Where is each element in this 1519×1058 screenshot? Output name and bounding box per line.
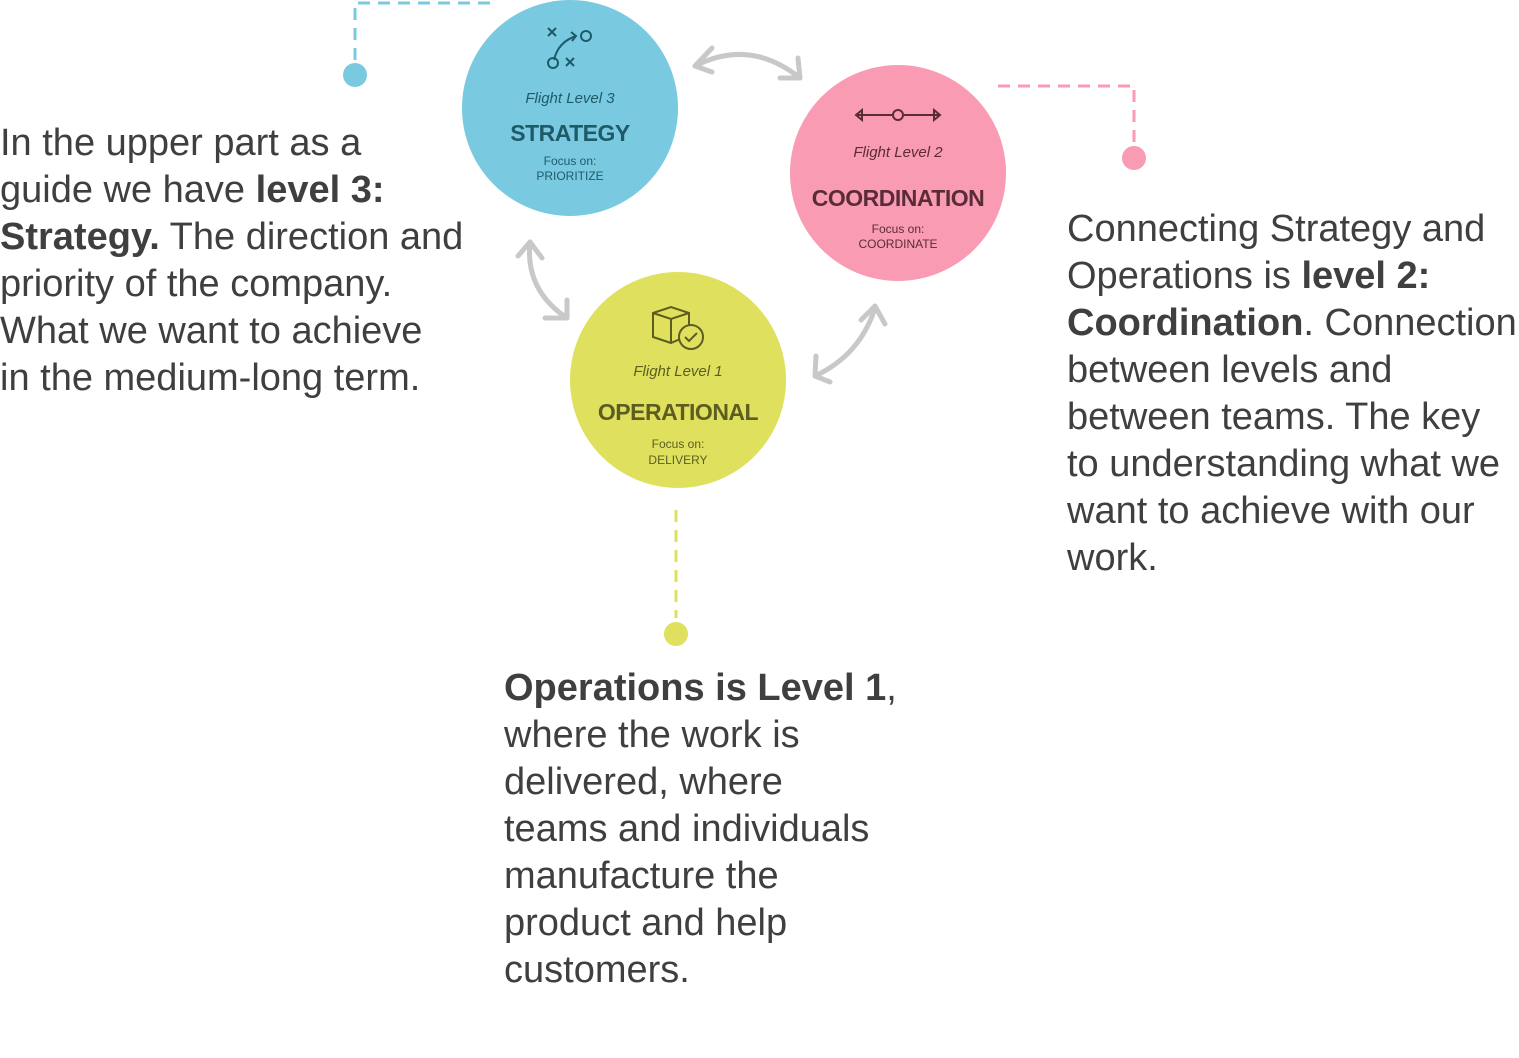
operational-description: Operations is Level 1, where the work is… bbox=[504, 665, 897, 994]
highlight: level 2: Coordination bbox=[1067, 255, 1431, 344]
text: , where the work is delivered, where tea… bbox=[504, 667, 897, 991]
level-name: COORDINATION bbox=[811, 185, 985, 211]
package-check-icon bbox=[652, 305, 704, 350]
focus-label: Focus on: bbox=[871, 222, 925, 236]
strategy-connector bbox=[353, 1, 490, 60]
strategy-description: In the upper part as a guide we have lev… bbox=[0, 120, 463, 402]
level-label: Flight Level 1 bbox=[633, 363, 723, 380]
text: The direction and priority of the compan… bbox=[0, 216, 464, 399]
arrow-strategy-coordination bbox=[692, 45, 803, 81]
level-label: Flight Level 3 bbox=[525, 90, 615, 107]
arrow-coordination-operational bbox=[812, 303, 888, 385]
highlight: level 3: Strategy. bbox=[0, 169, 385, 258]
level-label: Flight Level 2 bbox=[853, 144, 943, 161]
focus-value: PRIORITIZE bbox=[536, 169, 604, 183]
arrow-strategy-operational bbox=[515, 239, 570, 321]
focus-label: Focus on: bbox=[543, 154, 597, 168]
connection-icon bbox=[854, 107, 942, 123]
highlight: Operations is Level 1 bbox=[504, 667, 887, 709]
level-name: STRATEGY bbox=[510, 120, 630, 146]
strategy-play-icon bbox=[547, 27, 592, 69]
operational-circle: Flight Level 1 OPERATIONAL Focus on: DEL… bbox=[570, 272, 786, 488]
focus-value: DELIVERY bbox=[648, 453, 708, 467]
text: . Connection between levels and between … bbox=[1067, 302, 1517, 579]
strategy-dot bbox=[343, 63, 367, 87]
focus-label: Focus on: bbox=[651, 437, 705, 451]
strategy-circle: Flight Level 3 STRATEGY Focus on: PRIORI… bbox=[462, 0, 678, 216]
coordination-circle: Flight Level 2 COORDINATION Focus on: CO… bbox=[790, 65, 1006, 281]
focus-value: COORDINATE bbox=[858, 237, 938, 251]
level-name: OPERATIONAL bbox=[597, 399, 759, 425]
coordination-dot bbox=[1122, 146, 1146, 170]
coordination-connector bbox=[998, 84, 1136, 142]
coordination-description: Connecting Strategy and Operations is le… bbox=[1067, 206, 1517, 582]
operational-dot bbox=[664, 622, 688, 646]
text: In the upper part as a guide we have bbox=[0, 122, 362, 211]
text: Connecting Strategy and Operations is bbox=[1067, 208, 1486, 297]
